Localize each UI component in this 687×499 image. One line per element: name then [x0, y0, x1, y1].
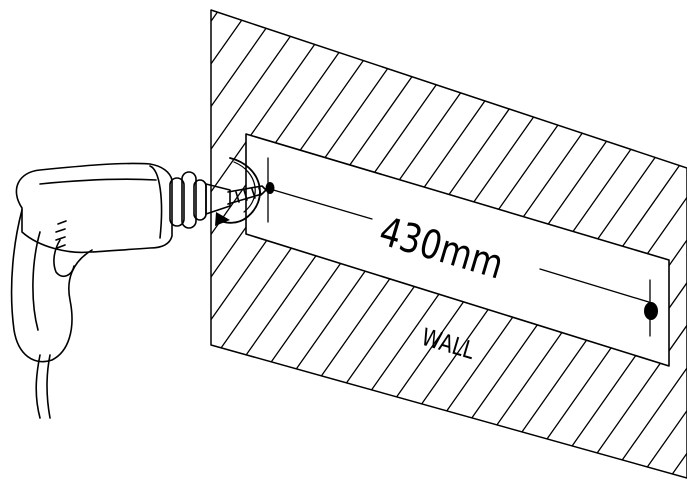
hatch-line	[211, 10, 361, 478]
hatch-line	[211, 10, 451, 478]
hatch-line	[519, 10, 687, 478]
dimension-line-left	[269, 188, 373, 220]
hatch-line	[0, 0, 180, 499]
drill-bit-flutes	[235, 187, 262, 203]
hatch-line	[211, 10, 391, 478]
drill-bit	[227, 185, 267, 205]
drill-grip-ridges	[55, 220, 67, 249]
drill-grip-inner	[32, 231, 41, 331]
rotation-arrow-icon	[215, 157, 261, 226]
hatch-line	[211, 10, 301, 478]
mounting-template: 430mm	[245, 133, 670, 367]
power-drill	[10, 162, 267, 419]
template-panel	[245, 133, 670, 367]
drill-handle	[10, 209, 93, 363]
drill-cable	[35, 354, 51, 419]
wall-outline	[210, 9, 687, 479]
drill-chuck-ring-2	[181, 171, 197, 229]
hatch-line	[0, 0, 90, 499]
dimension-line-right	[539, 268, 653, 304]
drill-chuck-cone	[205, 183, 231, 215]
hatch-line	[609, 10, 687, 478]
hatch-line	[669, 10, 687, 478]
hatch-line	[211, 10, 421, 478]
right-hole-mark	[644, 302, 658, 320]
drill-chuck-ring-1	[169, 177, 185, 227]
left-hole-mark	[265, 182, 275, 194]
wall-label: WALL	[418, 324, 478, 366]
drill-body-line	[39, 178, 157, 185]
hatch-line	[211, 10, 331, 478]
hatch-line	[549, 10, 687, 478]
drill-body	[15, 162, 173, 254]
hatch-line	[0, 0, 210, 499]
hatch-line	[459, 10, 687, 478]
drill-nose	[149, 165, 163, 239]
hatch-line	[0, 0, 60, 499]
hatch-line	[489, 10, 687, 478]
hatch-line	[579, 10, 687, 478]
